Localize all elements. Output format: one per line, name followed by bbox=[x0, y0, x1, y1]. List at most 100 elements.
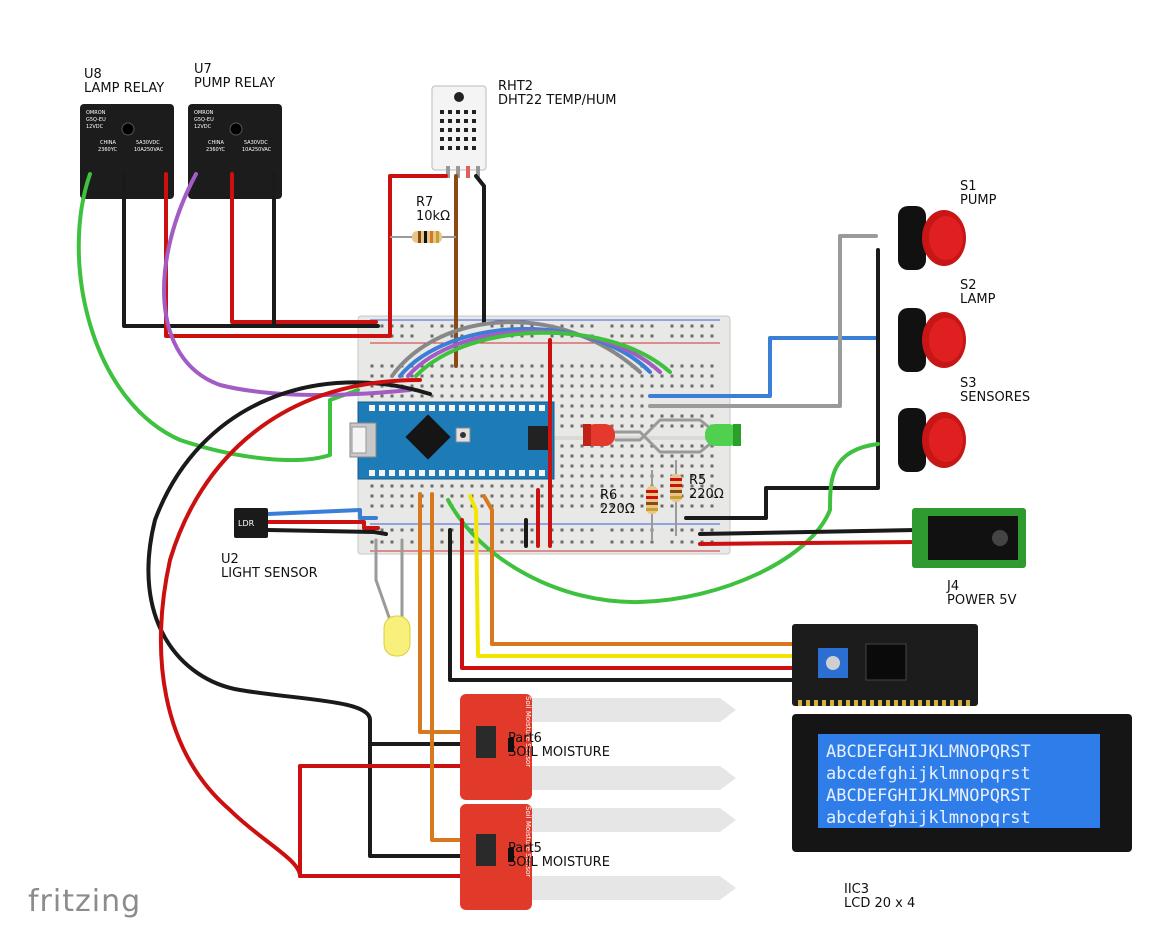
hole bbox=[440, 484, 444, 488]
hole bbox=[380, 484, 384, 488]
hole bbox=[894, 700, 898, 706]
hole bbox=[464, 146, 468, 150]
hole bbox=[500, 364, 504, 368]
hole bbox=[440, 374, 444, 378]
hole bbox=[530, 528, 534, 532]
hole bbox=[700, 464, 704, 468]
hole bbox=[640, 384, 644, 388]
hole bbox=[480, 384, 484, 388]
hole bbox=[680, 454, 684, 458]
hole bbox=[690, 484, 694, 488]
hole bbox=[500, 494, 504, 498]
hole bbox=[460, 364, 464, 368]
hole bbox=[680, 464, 684, 468]
hole bbox=[550, 334, 554, 338]
relay-lot-text: 2360YC bbox=[206, 147, 226, 153]
hole bbox=[580, 444, 584, 448]
hole bbox=[690, 364, 694, 368]
hole bbox=[440, 146, 444, 150]
hole bbox=[690, 494, 694, 498]
hole bbox=[419, 470, 425, 476]
hole bbox=[464, 119, 468, 123]
i2c-backpack bbox=[792, 624, 978, 706]
hole bbox=[630, 444, 634, 448]
hole bbox=[380, 374, 384, 378]
hole bbox=[470, 504, 474, 508]
label-r5: R5 220Ω bbox=[689, 474, 724, 502]
hole bbox=[440, 364, 444, 368]
fritzing-logo: fritzing bbox=[28, 884, 142, 919]
hole bbox=[490, 324, 494, 328]
hole bbox=[600, 484, 604, 488]
hole bbox=[630, 528, 634, 532]
hole bbox=[400, 324, 404, 328]
hole bbox=[620, 464, 624, 468]
hole bbox=[590, 374, 594, 378]
hole bbox=[690, 414, 694, 418]
hole bbox=[700, 444, 704, 448]
hole bbox=[420, 484, 424, 488]
hole bbox=[430, 484, 434, 488]
hole bbox=[480, 484, 484, 488]
i2c-pins bbox=[798, 700, 970, 706]
hole bbox=[450, 394, 454, 398]
hole bbox=[520, 540, 524, 544]
hole bbox=[700, 528, 704, 532]
hole bbox=[600, 394, 604, 398]
hole bbox=[590, 324, 594, 328]
hole bbox=[500, 324, 504, 328]
hole bbox=[918, 700, 922, 706]
hole bbox=[798, 700, 802, 706]
hole bbox=[570, 464, 574, 468]
hole bbox=[710, 474, 714, 478]
hole bbox=[409, 405, 415, 411]
hole bbox=[620, 364, 624, 368]
hole bbox=[620, 384, 624, 388]
hole bbox=[560, 394, 564, 398]
hole bbox=[630, 540, 634, 544]
hole bbox=[560, 334, 564, 338]
label-u8-ref: U8 bbox=[84, 67, 102, 82]
hole bbox=[700, 384, 704, 388]
hole bbox=[680, 540, 684, 544]
label-u7: U7 PUMP RELAY bbox=[194, 63, 275, 91]
led-green bbox=[705, 424, 741, 446]
hole bbox=[380, 494, 384, 498]
hole bbox=[580, 384, 584, 388]
hole bbox=[448, 128, 452, 132]
hole bbox=[650, 384, 654, 388]
hole bbox=[460, 384, 464, 388]
hole bbox=[420, 374, 424, 378]
hole bbox=[560, 494, 564, 498]
hole bbox=[530, 364, 534, 368]
relay-voltage-text: 12VDC bbox=[86, 124, 104, 130]
hole bbox=[650, 454, 654, 458]
hole bbox=[630, 484, 634, 488]
hole bbox=[570, 484, 574, 488]
hole bbox=[710, 528, 714, 532]
hole bbox=[464, 128, 468, 132]
hole bbox=[580, 494, 584, 498]
hole bbox=[400, 528, 404, 532]
lcd-line-2: abcdefghijklmnopqrst bbox=[826, 764, 1031, 784]
hole bbox=[660, 444, 664, 448]
hole bbox=[560, 464, 564, 468]
hole bbox=[680, 324, 684, 328]
hole bbox=[670, 454, 674, 458]
hole bbox=[472, 119, 476, 123]
hole bbox=[439, 470, 445, 476]
hole bbox=[640, 414, 644, 418]
hole bbox=[479, 470, 485, 476]
hole bbox=[934, 700, 938, 706]
hole bbox=[379, 405, 385, 411]
hole bbox=[660, 484, 664, 488]
hole bbox=[390, 494, 394, 498]
lcd-line-3: ABCDEFGHIJKLMNOPQRST bbox=[826, 786, 1031, 806]
hole bbox=[510, 494, 514, 498]
hole bbox=[529, 405, 535, 411]
hole bbox=[600, 374, 604, 378]
hole bbox=[610, 484, 614, 488]
hole bbox=[460, 504, 464, 508]
hole bbox=[420, 394, 424, 398]
hole bbox=[499, 470, 505, 476]
